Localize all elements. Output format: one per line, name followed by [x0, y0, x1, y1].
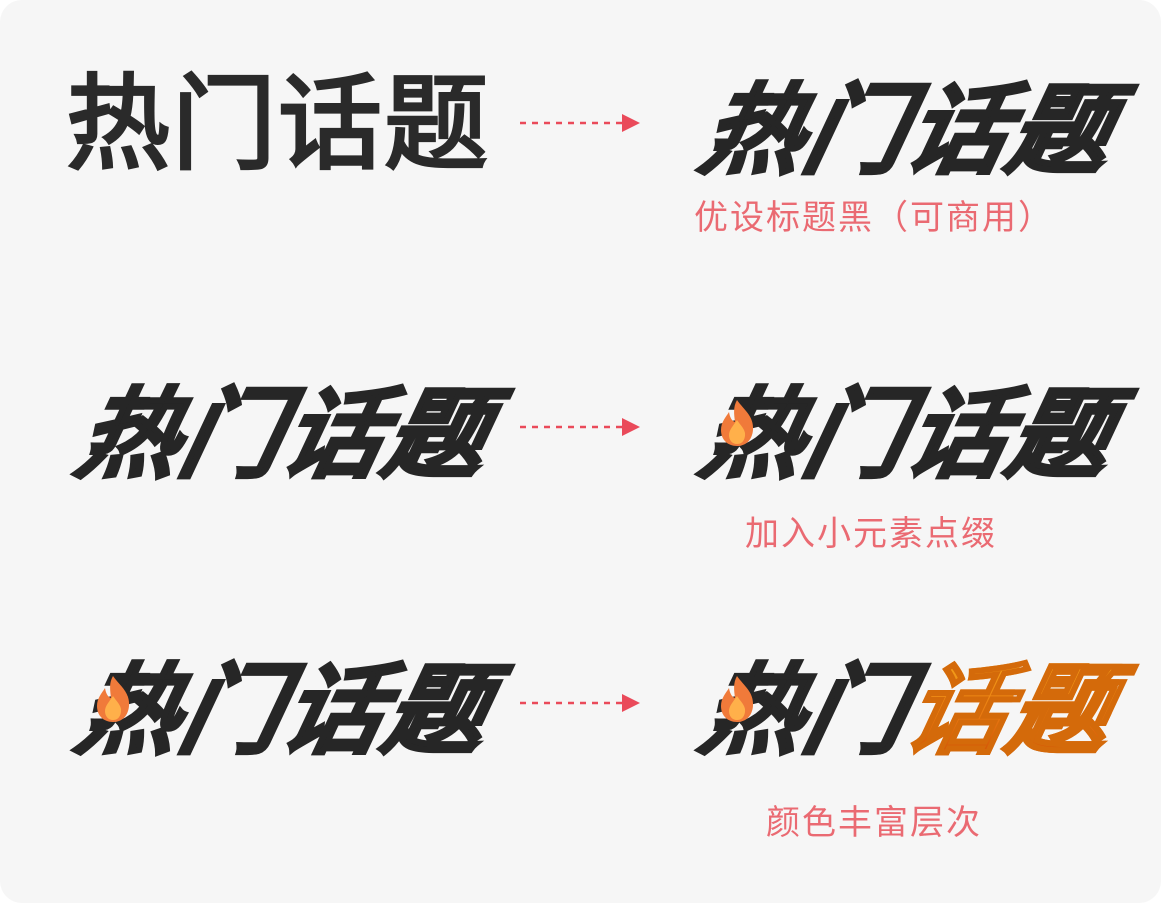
caption-row1: 优设标题黑（可商用）: [694, 198, 1054, 238]
char: 热: [66, 63, 173, 185]
dashed-arrow-right-icon: [520, 418, 640, 436]
char: 题: [997, 72, 1126, 190]
title-heavy-row1: 热门话题: [691, 72, 1126, 190]
char: 题: [373, 652, 502, 770]
char: 话: [278, 63, 385, 185]
title-heavy-row2: 热门话题: [67, 376, 502, 494]
char: 题: [997, 376, 1126, 494]
title-heavy-gradient-row3: 热门话题: [691, 652, 1126, 770]
char: 题: [384, 63, 491, 185]
caption-row2: 加入小元素点缀: [745, 514, 997, 554]
char: 门: [172, 63, 279, 185]
title-heavy-flame-row2: 热门话题: [691, 376, 1126, 494]
dashed-arrow-right-icon: [520, 114, 640, 132]
char: 题: [373, 376, 502, 494]
title-plain-row1: 热门话题: [66, 72, 490, 176]
caption-row3: 颜色丰富层次: [766, 803, 982, 843]
char-orange: 题: [997, 652, 1126, 770]
title-heavy-flame-row3: 热门话题: [67, 652, 502, 770]
dashed-arrow-right-icon: [520, 694, 640, 712]
